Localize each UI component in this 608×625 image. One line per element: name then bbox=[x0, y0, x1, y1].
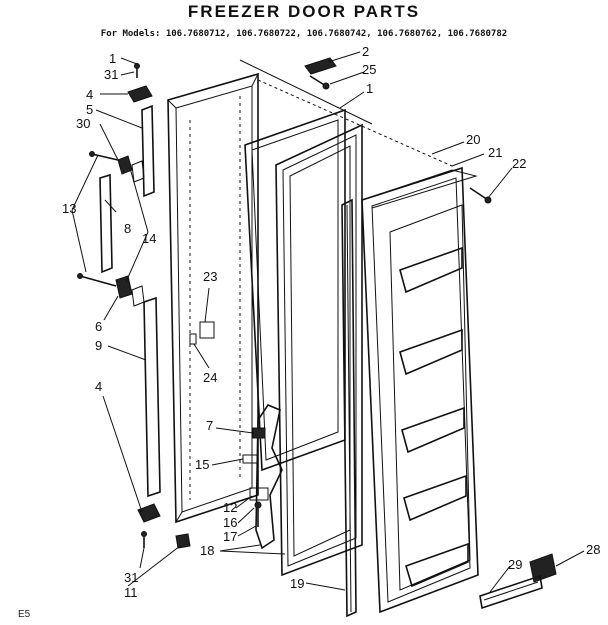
callout-22: 22 bbox=[512, 156, 527, 171]
page-code: E5 bbox=[18, 609, 31, 620]
hinge-parts-left bbox=[77, 63, 215, 549]
callout-24: 24 bbox=[203, 370, 218, 385]
callout-18: 18 bbox=[200, 543, 215, 558]
callout-8: 8 bbox=[124, 221, 132, 236]
callout-17: 17 bbox=[223, 529, 238, 544]
callout-20: 20 bbox=[466, 132, 481, 147]
callout-7: 7 bbox=[206, 418, 214, 433]
hinge-parts-top bbox=[304, 57, 337, 90]
callout-21: 21 bbox=[488, 145, 503, 160]
callout-14: 14 bbox=[142, 231, 157, 246]
callout-11: 11 bbox=[124, 585, 138, 600]
right-parts bbox=[469, 187, 557, 610]
callout-1: 1 bbox=[366, 81, 374, 96]
callout-4-bottom: 4 bbox=[95, 379, 103, 394]
breaker-strip bbox=[341, 198, 357, 618]
door-gasket bbox=[275, 123, 363, 577]
callout-4-top: 4 bbox=[86, 87, 94, 102]
callout-28: 28 bbox=[586, 542, 601, 557]
callout-25: 25 bbox=[362, 62, 377, 77]
callout-5: 5 bbox=[86, 102, 94, 117]
callout-15: 15 bbox=[195, 457, 210, 472]
callout-9: 9 bbox=[95, 338, 103, 353]
hinge-bracket bbox=[242, 404, 283, 550]
callout-23: 23 bbox=[203, 269, 218, 284]
leader-lines bbox=[71, 51, 585, 593]
callout-16: 16 bbox=[223, 515, 238, 530]
model-list: For Models: 106.7680712, 106.7680722, 10… bbox=[100, 29, 508, 39]
callout-13: 13 bbox=[62, 201, 77, 216]
callout-19: 19 bbox=[290, 576, 305, 591]
callout-12: 12 bbox=[223, 500, 238, 515]
callout-31-top: 31 bbox=[104, 67, 119, 82]
page-title: FREEZER DOOR PARTS bbox=[187, 2, 421, 21]
door-inner-liner bbox=[361, 166, 479, 614]
callout-6: 6 bbox=[95, 319, 103, 334]
callout-30: 30 bbox=[76, 116, 91, 131]
callout-31-bottom: 31 bbox=[124, 570, 139, 585]
callout-3: 1 bbox=[109, 51, 117, 66]
callout-2: 2 bbox=[362, 44, 370, 59]
callout-29: 29 bbox=[508, 557, 523, 572]
